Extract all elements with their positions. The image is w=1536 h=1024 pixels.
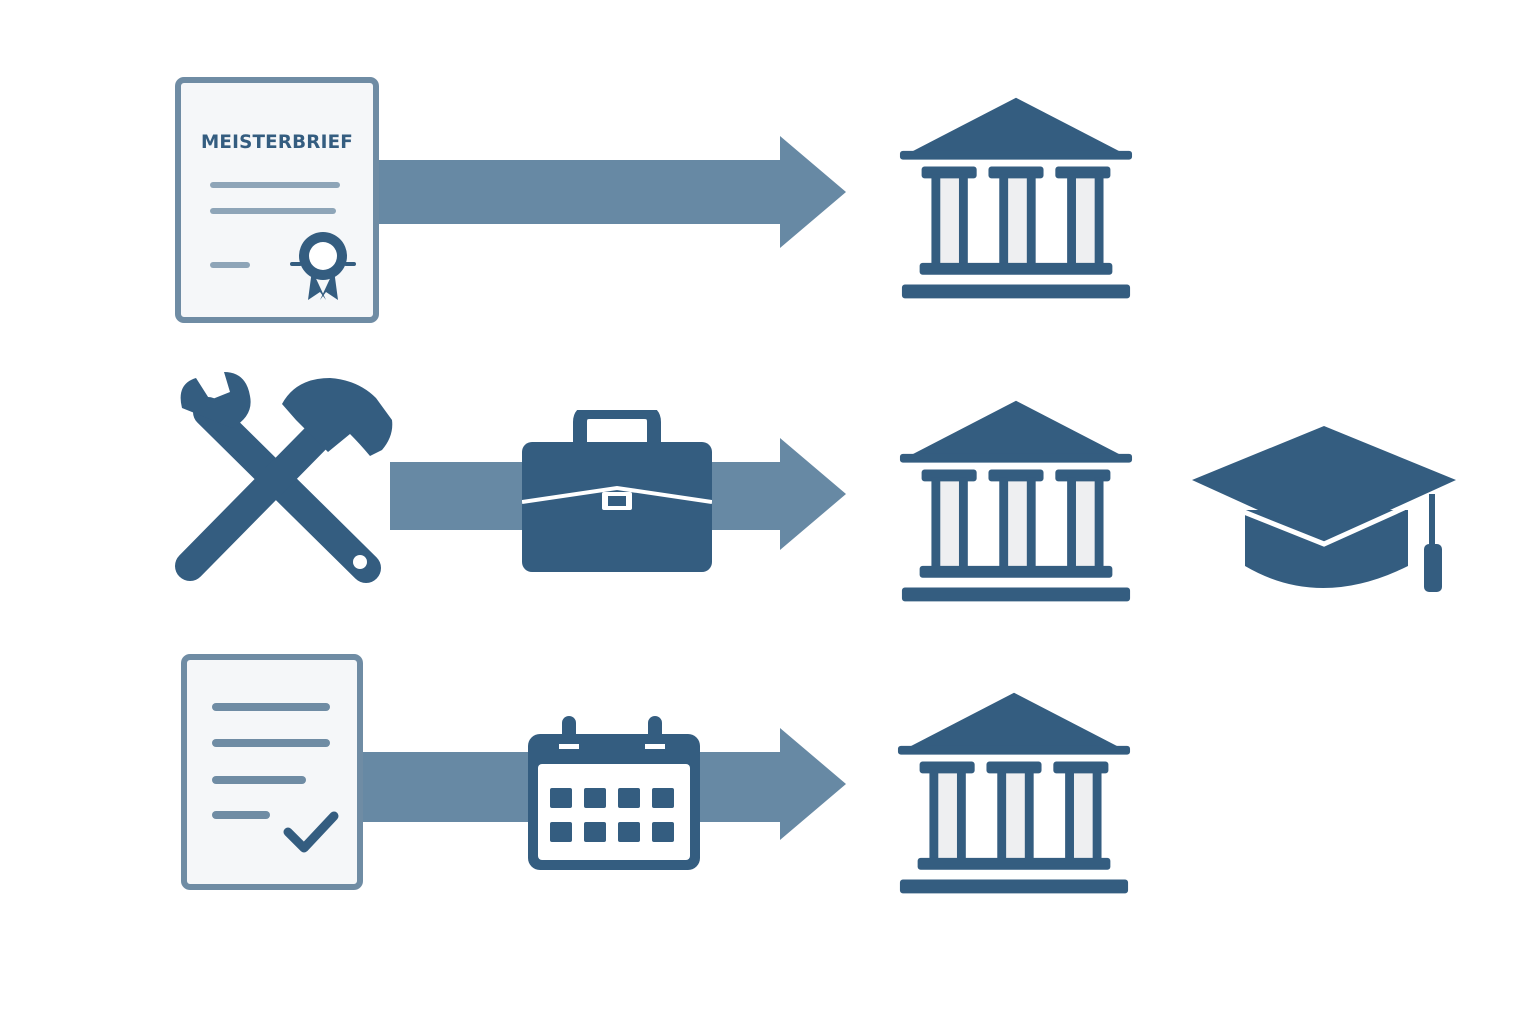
institution-icon <box>897 692 1131 894</box>
seal-icon <box>290 232 356 300</box>
institution-icon <box>899 400 1133 602</box>
certificate-title: MEISTERBRIEF <box>201 131 353 153</box>
briefcase-icon <box>522 412 712 572</box>
certificate-icon: MEISTERBRIEF <box>175 77 379 323</box>
graduation-cap-icon <box>1192 426 1456 592</box>
checklist-document-icon <box>181 654 363 890</box>
wrench-hammer-icon <box>175 372 393 583</box>
institution-icon <box>899 97 1133 299</box>
checkmark-icon <box>283 811 339 853</box>
calendar-icon <box>528 716 700 870</box>
arrow-row-1 <box>378 136 846 248</box>
